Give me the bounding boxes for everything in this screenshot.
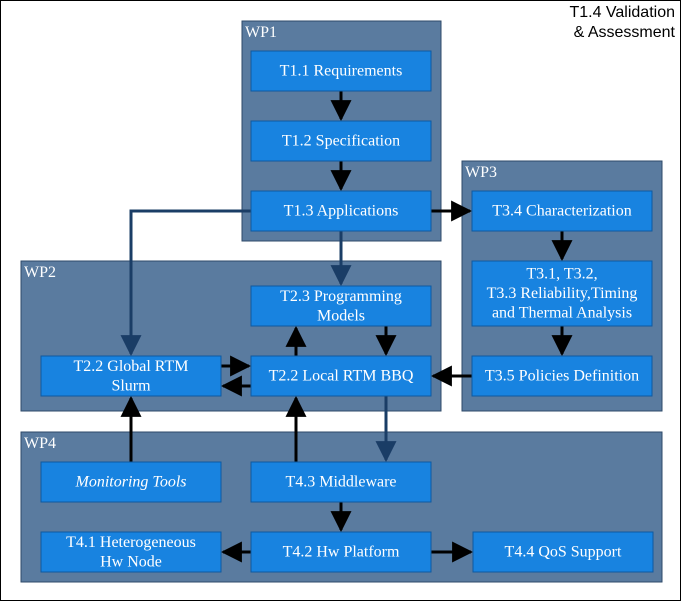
node-label-t31: T3.1, T3.2, [526,266,597,283]
group-label-wp4: WP4 [24,435,56,452]
node-box-t34 [471,190,653,232]
node-t31: T3.1, T3.2, T3.3 Reliability,Timing and Th… [471,260,653,327]
node-label-t13: T1.3 Applications [284,203,399,220]
node-box-t43 [250,461,432,503]
node-label-t22l: T2.2 Local RTM BBQ [269,368,414,385]
node-t13: T1.3 Applications [250,190,432,232]
node-t22l: T2.2 Local RTM BBQ [250,355,432,397]
node-label-t42: T4.2 Hw Platform [283,544,400,561]
node-label-t41: T4.1 Heterogeneous [66,534,196,551]
node-box-t44 [472,531,654,573]
node-label-t31: T3.3 Reliability,Timing [487,285,638,302]
group-label-wp3: WP3 [465,164,497,181]
arrow-t13-t22g [120,209,251,357]
node-box-t23 [250,285,432,327]
node-t34: T3.4 Characterization [471,190,653,232]
node-t12: T1.2 Specification [250,120,432,162]
node-label-t12: T1.2 Specification [282,133,400,150]
node-label-t11: T1.1 Requirements [280,63,403,80]
node-label-t35: T3.5 Policies Definition [485,368,639,385]
node-box-t35 [471,355,653,397]
node-t22g: T2.2 Global RTM Slurm [40,355,222,397]
node-label-t22g: T2.2 Global RTM [73,358,188,375]
group-label-wp1: WP1 [245,24,277,41]
node-box-t12 [250,120,432,162]
node-box-t22g [40,355,222,397]
node-t42: T4.2 Hw Platform [250,531,432,573]
node-t11: T1.1 Requirements [250,50,432,92]
node-label-t34: T3.4 Characterization [492,203,632,220]
node-box-t11 [250,50,432,92]
node-box-t31 [471,260,653,327]
node-label-mon: Monitoring Tools [75,474,187,491]
node-label-t31: and Thermal Analysis [492,305,632,322]
node-label-t22g: Slurm [111,377,151,394]
node-label-t23: Models [317,307,365,324]
node-box-t42 [250,531,432,573]
group-label-wp2: WP2 [24,264,56,281]
node-t43: T4.3 Middleware [250,461,432,503]
node-label-t44: T4.4 QoS Support [505,544,622,561]
corner-label-line: T1.4 Validation [569,4,675,21]
node-label-t23: T2.3 Programming [280,288,402,305]
node-mon: Monitoring Tools [40,461,222,503]
node-label-t43: T4.3 Middleware [285,474,396,491]
corner-label-line: & Assessment [574,24,676,41]
node-label-t41: Hw Node [100,553,162,570]
node-t41: T4.1 Heterogeneous Hw Node [40,531,222,573]
node-t44: T4.4 QoS Support [472,531,654,573]
node-box-t22l [250,355,432,397]
node-box-t41 [40,531,222,573]
dependency-arrows [120,91,573,563]
node-box-mon [40,461,222,503]
corner-label: T1.4 Validation & Assessment [569,4,675,41]
node-t35: T3.5 Policies Definition [471,355,653,397]
node-box-t13 [250,190,432,232]
